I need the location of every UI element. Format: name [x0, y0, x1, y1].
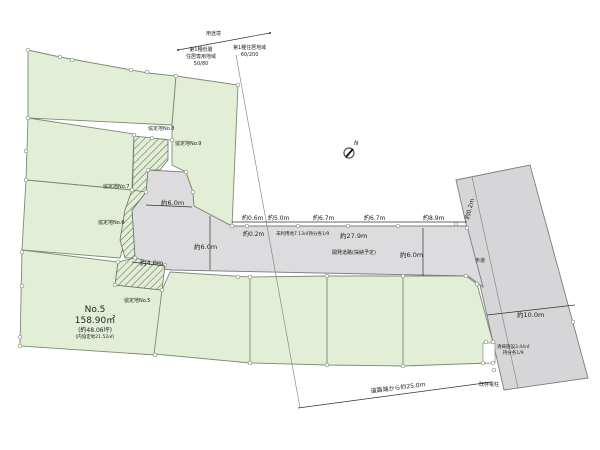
setback-label-no9: 協定地No.9 — [175, 141, 202, 147]
dim-0-2-left: 約0.2m — [243, 231, 265, 238]
setback-label-no8: 協定地No.8 — [148, 126, 175, 132]
unused-land-label: 未利用地7.13㎡持分各1/9 — [276, 232, 330, 237]
dim-27-9: 約27.9m — [340, 232, 368, 240]
utility-pole-label: 既存電柱 — [479, 382, 500, 388]
dim-0-6: 約0.6m — [242, 215, 264, 222]
dim-6-7-b: 約6.7m — [364, 215, 386, 222]
zoning-arrow — [177, 32, 271, 51]
setback-label-no5: 協定地No.5 — [124, 298, 151, 304]
dim-8-9: 約8.9m — [423, 215, 445, 222]
zoning-boundary-line — [235, 54, 301, 409]
dim-25-0: 道路端から約25.0m — [370, 381, 426, 395]
dim-0-2-right: 約0.2m — [463, 197, 477, 221]
dim-5-0: 約5.0m — [268, 215, 290, 222]
sidewalk-label: 歩道 — [475, 258, 486, 264]
dim-10-0: 約10.0m — [517, 311, 545, 319]
lot-tsubo: (約48.06坪) — [78, 327, 112, 334]
zoning-boundary-label: 用途境 — [206, 31, 222, 37]
north-label: N — [354, 140, 359, 147]
dim-6-0-left: 約6.0m — [194, 243, 218, 251]
dim-6-0-right: 約6.0m — [400, 251, 424, 259]
north-compass-icon — [343, 147, 355, 159]
sidewalk-edge — [471, 176, 519, 389]
boundary-points — [17, 47, 576, 373]
lot-setback-note: (内協定地21.52㎡) — [75, 335, 115, 340]
zoning-right: 第1種住居地域 60/200 — [233, 45, 267, 58]
dim-6-7-a: 約6.7m — [313, 215, 335, 222]
setback-no6-7 — [119, 189, 147, 259]
dim-6-0-top: 約6.0m — [161, 199, 185, 207]
garbage-facility — [482, 342, 496, 364]
dim-4-0: 約4.0m — [140, 259, 164, 267]
setback-label-no7: 協定地No.7 — [103, 184, 130, 190]
lot-number: No.5 — [84, 305, 106, 315]
zoning-left: 第1種低層 住居専用地域 50/80 — [186, 47, 217, 67]
setback-label-no6: 協定地No.6 — [98, 220, 125, 226]
garbage-label: 清掃施設3.44㎡ 持分各1/9 — [497, 345, 530, 356]
dev-road-label: 開発道路(採納予定) — [332, 250, 376, 256]
setback-no5 — [114, 257, 166, 291]
lot-area: 158.90㎡ — [74, 316, 116, 326]
dimension-lines — [131, 204, 576, 409]
main-road — [455, 164, 589, 391]
lot-no5-info[interactable]: No.5 158.90㎡ (約48.06坪) (内協定地21.52㎡) — [65, 305, 125, 341]
